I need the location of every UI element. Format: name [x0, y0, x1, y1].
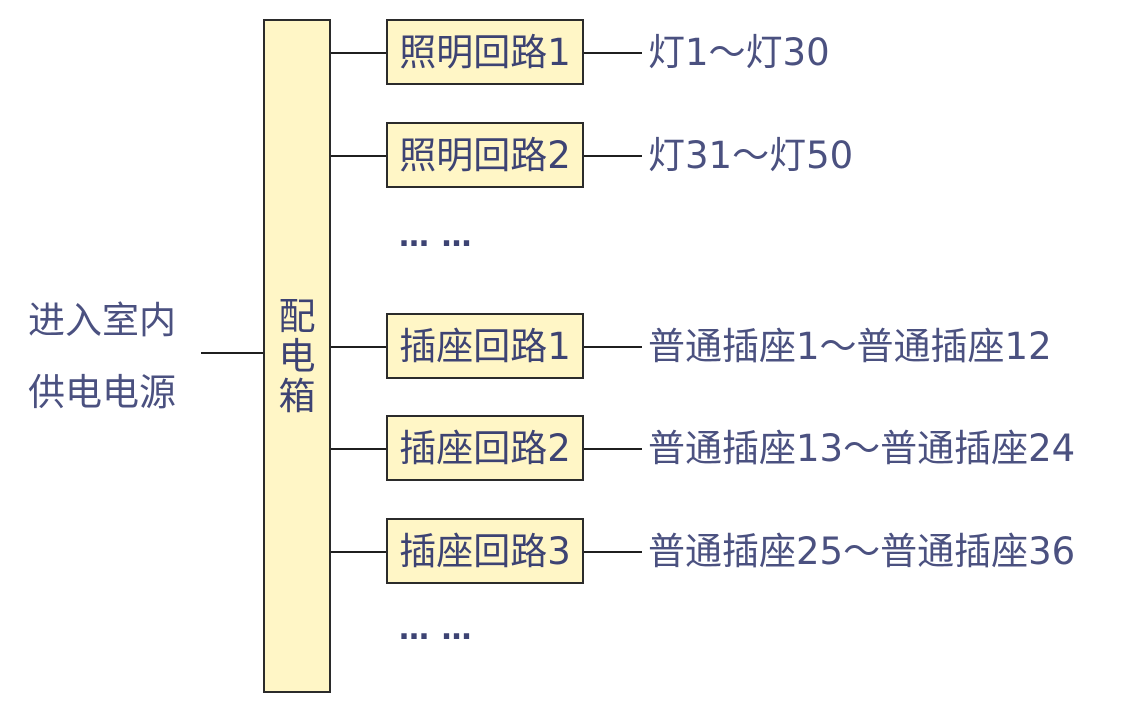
output-wire-5 [584, 551, 642, 553]
circuit-target: 灯1～灯30 [648, 31, 830, 74]
output-wire-4 [584, 448, 642, 450]
ellipsis-1: … … [399, 219, 473, 254]
output-wire-2 [584, 155, 642, 157]
circuit-box-socket-3: 插座回路3 [386, 518, 584, 584]
branch-wire-1 [331, 52, 386, 54]
circuit-target: 普通插座25～普通插座36 [648, 530, 1076, 573]
distribution-box-char-3: 箱 [278, 375, 316, 418]
circuit-label: 照明回路2 [399, 133, 571, 177]
circuit-label: 插座回路1 [399, 324, 571, 368]
circuit-label: 插座回路2 [399, 426, 571, 470]
source-label-line1: 进入室内 [28, 299, 176, 342]
circuit-box-lighting-2: 照明回路2 [386, 122, 584, 188]
circuit-box-socket-1: 插座回路1 [386, 313, 584, 379]
source-wire [201, 352, 263, 354]
circuit-box-lighting-1: 照明回路1 [386, 19, 584, 85]
branch-wire-2 [331, 155, 386, 157]
circuit-target: 普通插座1～普通插座12 [648, 325, 1052, 368]
ellipsis-2: … … [399, 612, 473, 647]
circuit-target: 灯31～灯50 [648, 134, 854, 177]
branch-wire-5 [331, 551, 386, 553]
circuit-label: 插座回路3 [399, 529, 571, 573]
circuit-label: 照明回路1 [399, 30, 571, 74]
distribution-box-char-2: 电 [278, 335, 316, 378]
circuit-target: 普通插座13～普通插座24 [648, 427, 1076, 470]
source-label-line2: 供电电源 [28, 371, 176, 414]
output-wire-1 [584, 52, 642, 54]
distribution-box-char-1: 配 [278, 295, 316, 338]
circuit-box-socket-2: 插座回路2 [386, 415, 584, 481]
branch-wire-4 [331, 448, 386, 450]
branch-wire-3 [331, 346, 386, 348]
output-wire-3 [584, 346, 642, 348]
distribution-box-label: 配 电 箱 [265, 297, 329, 417]
distribution-box: 配 电 箱 [263, 19, 331, 693]
